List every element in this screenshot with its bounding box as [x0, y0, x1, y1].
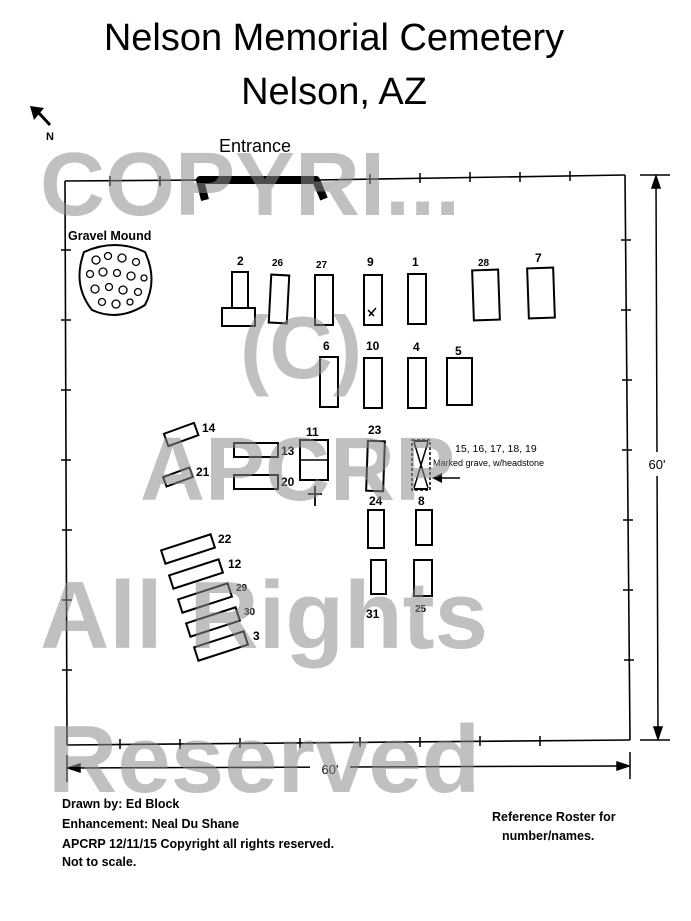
- gravel-mound-label: Gravel Mound: [68, 229, 151, 243]
- plot-8: [415, 509, 433, 546]
- reference-line1: Reference Roster for: [492, 810, 616, 824]
- plot-label-3: 3: [253, 629, 260, 643]
- annotation-note: Marked grave, w/headstone: [433, 458, 544, 468]
- reference-line2: number/names.: [502, 829, 594, 843]
- plot-label-10: 10: [366, 339, 380, 353]
- plot-label-12: 12: [228, 557, 242, 571]
- plot-6: [319, 356, 339, 408]
- plot-3: [192, 630, 250, 662]
- plot-22: [159, 533, 217, 565]
- plot-label-11: 11: [306, 425, 319, 439]
- entrance-label: Entrance: [219, 136, 291, 156]
- plot-11: [299, 439, 329, 481]
- plot-label-1: 1: [412, 255, 419, 269]
- plot-9-marker: [367, 307, 377, 317]
- map-title-line2: Nelson, AZ: [241, 71, 427, 113]
- credit-copyright: APCRP 12/11/15 Copyright all rights rese…: [62, 837, 334, 851]
- plot-label-21: 21: [196, 465, 210, 479]
- plot-label-13: 13: [281, 444, 295, 458]
- plot-label-5: 5: [455, 344, 462, 358]
- plot-31: [370, 559, 387, 595]
- pointer-arrow-icon: [432, 473, 460, 483]
- plot-30: [184, 606, 242, 638]
- plot-label-27: 27: [316, 260, 328, 271]
- plot-10: [363, 357, 383, 409]
- plot-25: [413, 559, 433, 597]
- plot-label-23: 23: [368, 423, 382, 437]
- svg-text:COPYRI...: COPYRI...: [40, 135, 460, 235]
- plot-label-8: 8: [418, 494, 425, 508]
- plot-2: [221, 271, 256, 327]
- plot-label-24: 24: [369, 494, 383, 508]
- plot-1: [407, 273, 427, 325]
- plot-15-19: [411, 439, 431, 491]
- plot-label-22: 22: [218, 532, 232, 546]
- plot-label-2: 2: [237, 254, 244, 268]
- svg-text:Reserved: Reserved: [48, 706, 480, 813]
- credit-drawn-by: Drawn by: Ed Block: [62, 797, 179, 811]
- gravel-mound: [78, 244, 153, 316]
- svg-text:(C): (C): [240, 298, 362, 397]
- map-title-line1: Nelson Memorial Cemetery: [104, 17, 564, 59]
- plot-label-30: 30: [244, 607, 256, 618]
- plot-label-28: 28: [478, 258, 490, 269]
- plot-label-9: 9: [367, 255, 374, 269]
- plot-label-31: 31: [366, 607, 380, 621]
- plot-26: [267, 273, 291, 325]
- plot-24: [367, 509, 385, 549]
- svg-text:APCRP: APCRP: [140, 420, 455, 520]
- cemetery-fence: [61, 171, 634, 749]
- svg-text:All Rights: All Rights: [40, 562, 488, 669]
- credit-scale: Not to scale.: [62, 855, 136, 869]
- plot-13: [233, 442, 279, 458]
- dimension-bottom-label: 60': [322, 762, 339, 777]
- annotation-graves: 15, 16, 17, 18, 19: [455, 443, 537, 455]
- entrance-gate: [196, 176, 328, 201]
- plot-29: [176, 582, 234, 614]
- plot-28: [471, 268, 501, 322]
- plot-label-29: 29: [236, 583, 248, 594]
- plot-label-6: 6: [323, 339, 330, 353]
- plot-label-4: 4: [413, 340, 420, 354]
- plot-label-26: 26: [272, 258, 284, 269]
- plot-label-14: 14: [202, 421, 216, 435]
- plot-12: [167, 558, 225, 590]
- plot-label-25: 25: [415, 604, 427, 615]
- plot-label-20: 20: [281, 475, 295, 489]
- plot-label-7: 7: [535, 251, 542, 265]
- plot-23: [365, 439, 386, 493]
- plot-14: [162, 421, 200, 448]
- credit-enhancement: Enhancement: Neal Du Shane: [62, 817, 239, 831]
- dimension-right-label: 60': [649, 457, 666, 472]
- cross-icon: [308, 486, 322, 506]
- plot-9: [363, 274, 383, 326]
- north-arrow-icon: [30, 106, 52, 127]
- north-label: N: [46, 131, 54, 143]
- plot-20: [233, 474, 279, 490]
- plot-7: [526, 266, 556, 320]
- copyright-watermark: COPYRI... (C) APCRP All Rights Reserved: [40, 135, 488, 813]
- plot-5: [446, 357, 473, 406]
- plot-21: [161, 466, 195, 488]
- plot-27: [314, 274, 334, 326]
- plot-4: [407, 357, 427, 409]
